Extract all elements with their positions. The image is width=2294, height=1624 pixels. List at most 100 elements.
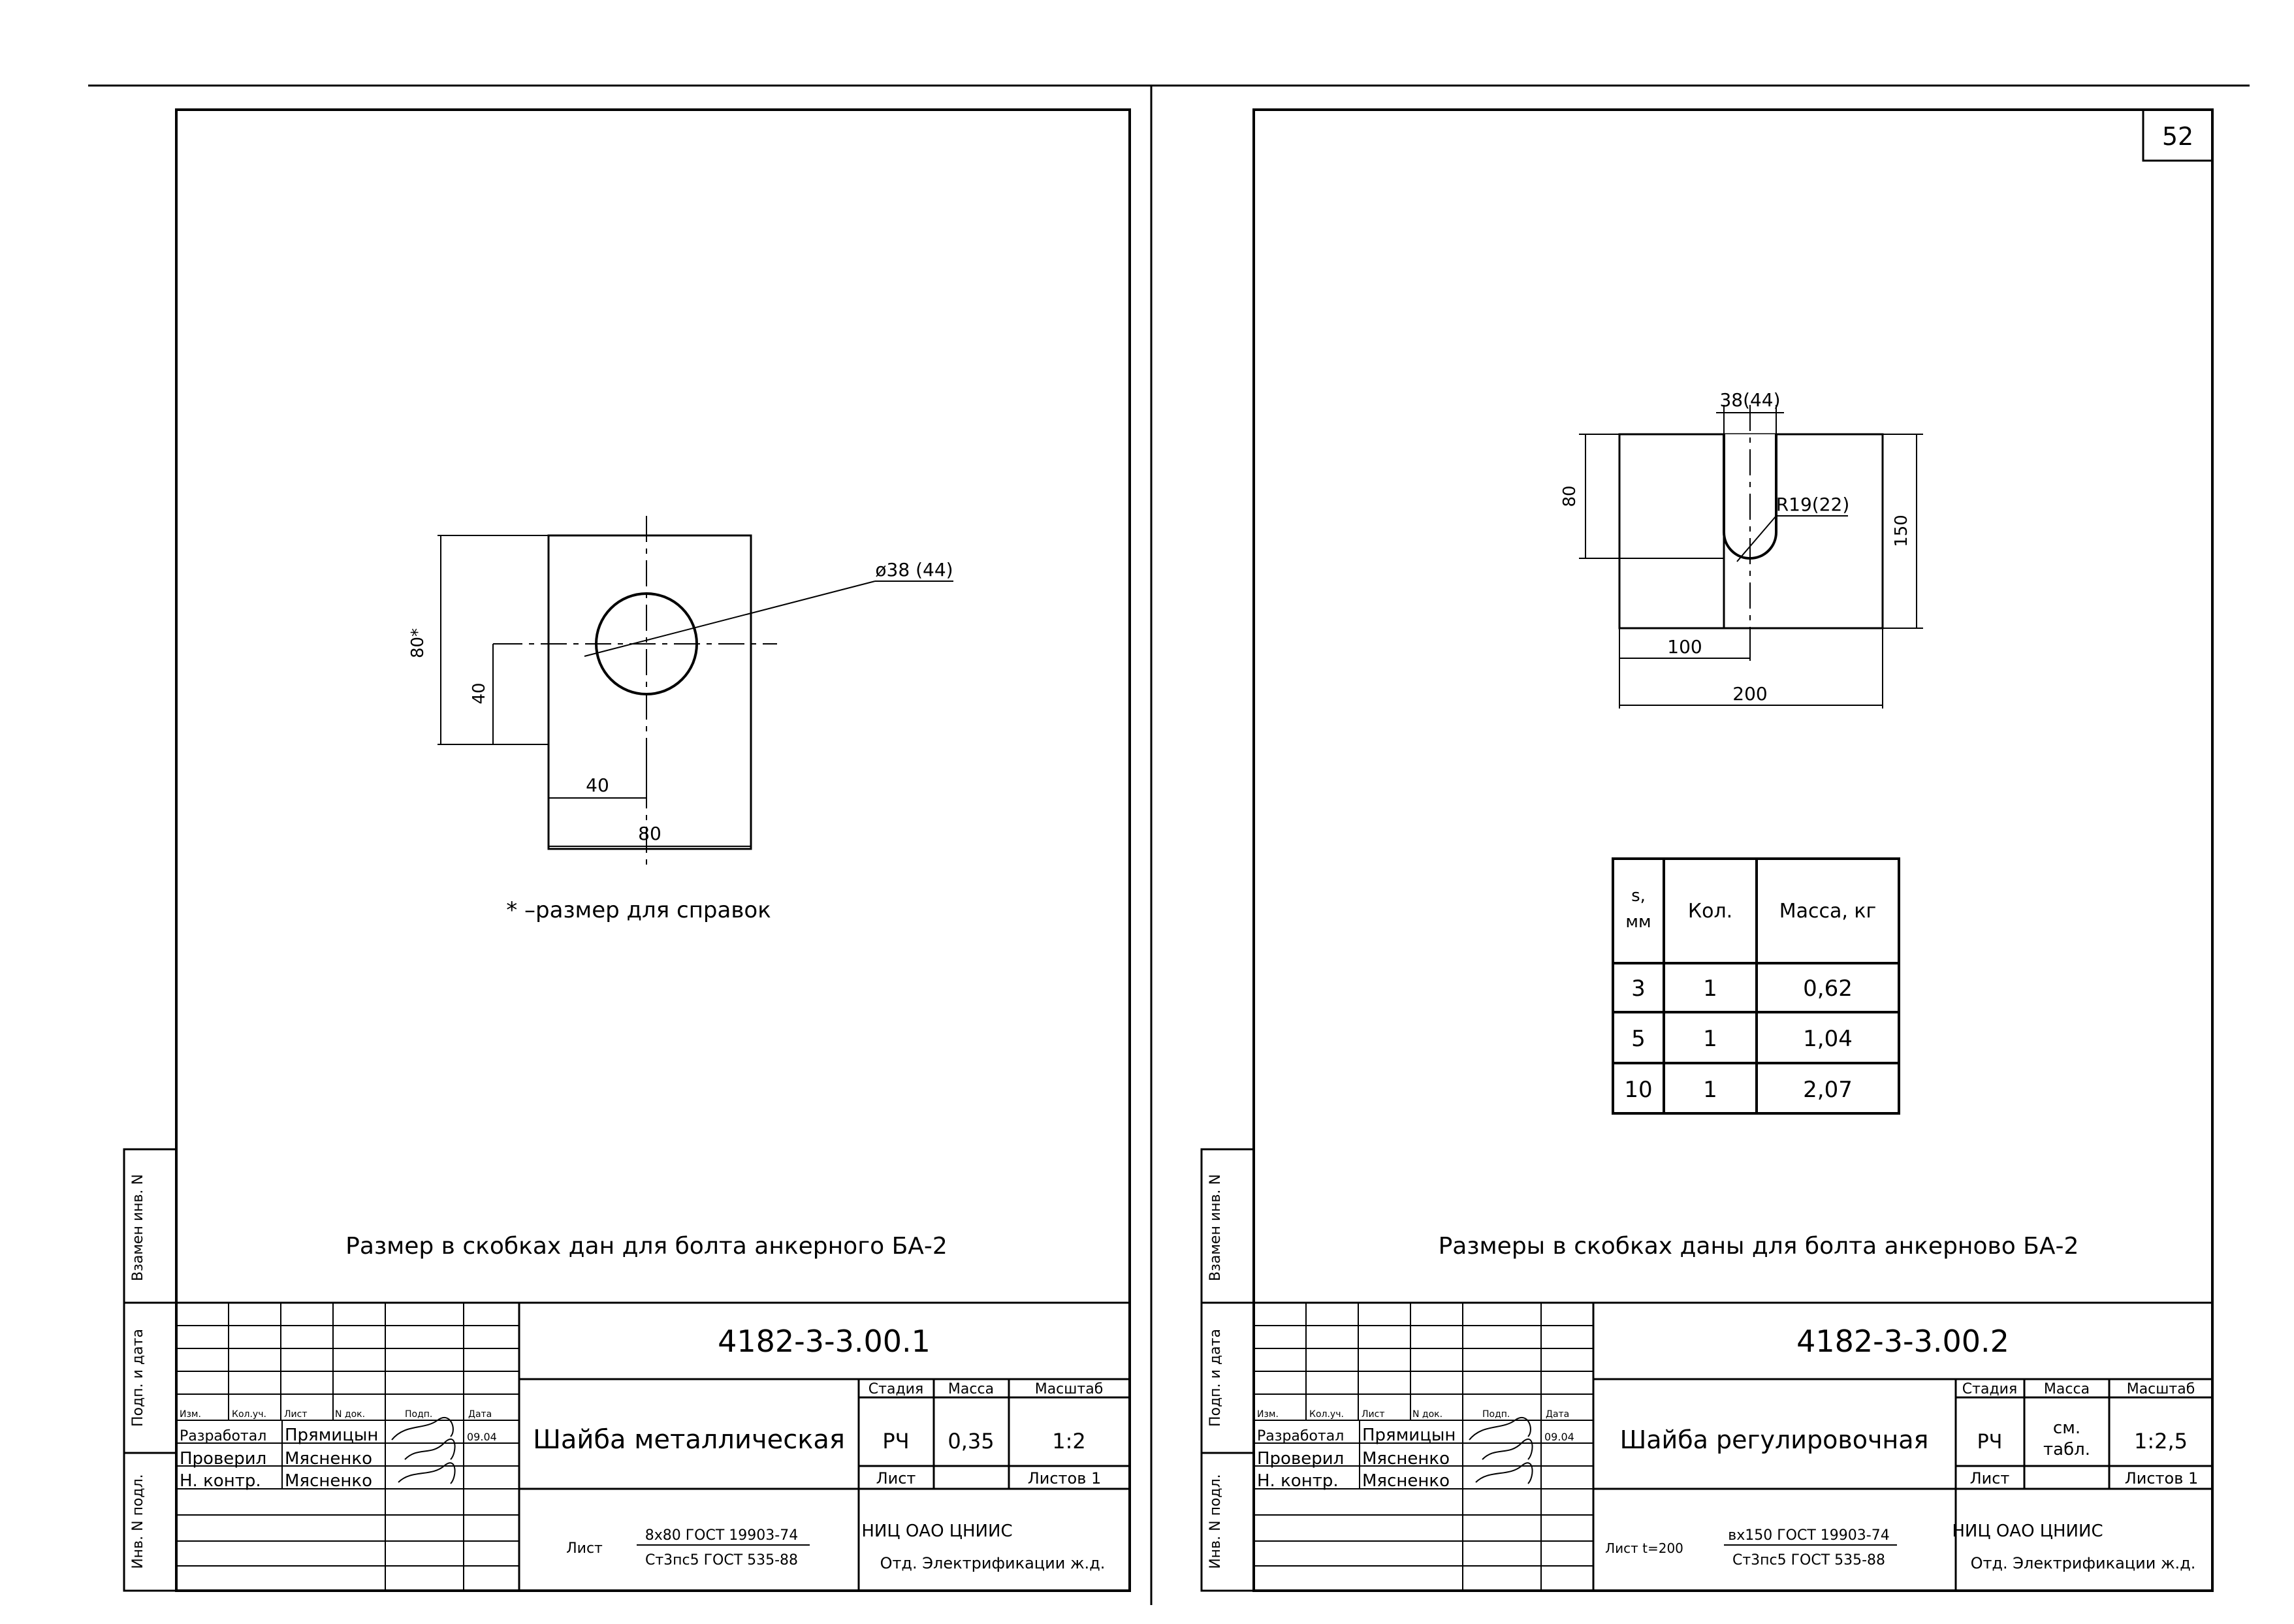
- col-ndok: N док.: [335, 1409, 365, 1420]
- left-side-strip: Взамен инв. N Подп. и дата Инв. N подл.: [123, 1148, 178, 1592]
- th-s-bottom: мм: [1625, 912, 1651, 932]
- washer-plate: [547, 534, 752, 850]
- page-number: 52: [2162, 122, 2193, 151]
- dim-200: 200: [1732, 683, 1767, 705]
- left-title-block: [176, 1301, 1130, 1591]
- dim-80: 80: [1560, 485, 1580, 507]
- right-footnote: Размеры в скобках даны для болта анкерно…: [1439, 1233, 2079, 1260]
- cell-mass: 1,04: [1803, 1026, 1853, 1052]
- cell-mass: 0,62: [1803, 976, 1853, 1002]
- row-n-kontr: Н. контр.: [180, 1471, 261, 1491]
- col-kol: Кол.уч.: [232, 1409, 266, 1420]
- cell-mass: 2,07: [1803, 1077, 1853, 1103]
- col-podp: Подп.: [405, 1409, 432, 1420]
- date-razrabotal: 09.04: [467, 1431, 497, 1443]
- side-label-inv: Инв. N подл.: [1207, 1474, 1224, 1568]
- sheet-label: Лист: [876, 1469, 916, 1488]
- th-qty: Кол.: [1688, 900, 1732, 923]
- col-kol: Кол.уч.: [1309, 1409, 1344, 1420]
- material-top: 8х80 ГОСТ 19903-74: [645, 1527, 798, 1544]
- cell-qty: 1: [1703, 1077, 1717, 1103]
- material-bottom: Ст3пс5 ГОСТ 535-88: [1732, 1552, 1885, 1568]
- material-prefix: Лист t=200: [1605, 1540, 1683, 1556]
- dim-slot-width: 38(44): [1719, 389, 1780, 411]
- mass-header: Масса: [948, 1381, 994, 1397]
- col-data: Дата: [468, 1409, 492, 1420]
- signatures: [391, 1416, 456, 1484]
- scale-value: 1:2,5: [2134, 1429, 2188, 1454]
- mass-header: Масса: [2044, 1381, 2090, 1397]
- org-top: НИЦ ОАО ЦНИИС: [1952, 1521, 2103, 1541]
- dim-40-vertical: 40: [470, 682, 489, 704]
- name-n-kontr: Мясненко: [285, 1471, 372, 1491]
- dim-100: 100: [1667, 636, 1702, 658]
- mass-value: 0,35: [948, 1429, 994, 1454]
- sheets-count: Листов 1: [1028, 1469, 1102, 1488]
- cell-s: 5: [1631, 1026, 1646, 1052]
- mass-value-top: см.: [2053, 1418, 2080, 1438]
- left-footnote: Размер в скобках дан для болта анкерного…: [345, 1233, 948, 1260]
- side-label-podp: Подп. и дата: [1207, 1329, 1224, 1427]
- org-top: НИЦ ОАО ЦНИИС: [861, 1521, 1012, 1541]
- dim-80-horizontal: 80: [638, 823, 661, 844]
- col-list: Лист: [284, 1409, 307, 1420]
- reference-note: * –размер для справок: [506, 897, 771, 923]
- scale-header: Масштаб: [1035, 1381, 1104, 1397]
- col-izm: Изм.: [180, 1409, 201, 1420]
- left-washer-drawing: [438, 516, 953, 868]
- left-doc-code: 4182-3-3.00.1: [718, 1324, 931, 1359]
- dim-40-horizontal: 40: [586, 774, 609, 796]
- col-data: Дата: [1546, 1409, 1569, 1420]
- cell-qty: 1: [1703, 1026, 1717, 1052]
- dim-80-star: 80*: [408, 628, 428, 658]
- stage-header: Стадия: [1962, 1381, 2017, 1397]
- name-n-kontr: Мясненко: [1362, 1471, 1450, 1491]
- name-razrabotal: Прямицын: [285, 1425, 378, 1445]
- name-proveril: Мясненко: [285, 1449, 372, 1469]
- row-n-kontr: Н. контр.: [1257, 1471, 1339, 1491]
- right-washer-drawing: [1579, 405, 1923, 709]
- right-side-strip: Взамен инв. N Подп. и дата Инв. N подл.: [1200, 1148, 1255, 1592]
- th-mass: Масса, кг: [1779, 900, 1877, 923]
- col-ndok: N док.: [1412, 1409, 1442, 1420]
- left-doc-title: Шайба металлическая: [533, 1425, 845, 1455]
- dim-radius: R19(22): [1776, 494, 1850, 515]
- row-razrabotal: Разработал: [180, 1428, 266, 1444]
- name-razrabotal: Прямицын: [1362, 1425, 1456, 1445]
- th-s-top: s,: [1631, 886, 1646, 906]
- side-label-podp: Подп. и дата: [130, 1329, 146, 1427]
- col-list: Лист: [1362, 1409, 1384, 1420]
- name-proveril: Мясненко: [1362, 1449, 1450, 1469]
- mass-value-bottom: табл.: [2043, 1440, 2090, 1459]
- right-doc-title: Шайба регулировочная: [1620, 1425, 1929, 1454]
- mass-table: [1612, 857, 1900, 1115]
- sheet-label: Лист: [1970, 1469, 2010, 1488]
- right-doc-code: 4182-3-3.00.2: [1796, 1324, 2009, 1359]
- side-label-vzamen: Взамен инв. N: [1207, 1174, 1224, 1281]
- material-top: вх150 ГОСТ 19903-74: [1728, 1527, 1889, 1544]
- org-bottom: Отд. Электрификации ж.д.: [880, 1554, 1106, 1572]
- side-label-vzamen: Взамен инв. N: [130, 1174, 146, 1281]
- left-frame: [175, 108, 1131, 1592]
- stage-value: РЧ: [882, 1429, 909, 1454]
- date-razrabotal: 09.04: [1544, 1431, 1574, 1443]
- cell-s: 10: [1624, 1077, 1652, 1103]
- row-proveril: Проверил: [180, 1449, 266, 1469]
- stage-header: Стадия: [868, 1381, 923, 1397]
- cell-qty: 1: [1703, 976, 1717, 1002]
- left-sheet: Взамен инв. N Подп. и дата Инв. N подл.: [123, 108, 1131, 1592]
- col-podp: Подп.: [1482, 1409, 1510, 1420]
- dim-hole-diameter: ø38 (44): [875, 559, 953, 581]
- side-label-inv: Инв. N подл.: [130, 1474, 146, 1568]
- scale-value: 1:2: [1052, 1429, 1086, 1454]
- right-title-block: [1254, 1301, 2212, 1591]
- row-razrabotal: Разработал: [1257, 1428, 1344, 1444]
- page-number-box: [2142, 108, 2214, 162]
- dim-150: 150: [1892, 515, 1911, 547]
- right-frame: [1252, 108, 2214, 1592]
- org-bottom: Отд. Электрификации ж.д.: [1971, 1554, 2196, 1572]
- cell-s: 3: [1631, 976, 1646, 1002]
- sheets-count: Листов 1: [2125, 1469, 2199, 1488]
- material-prefix: Лист: [566, 1540, 603, 1557]
